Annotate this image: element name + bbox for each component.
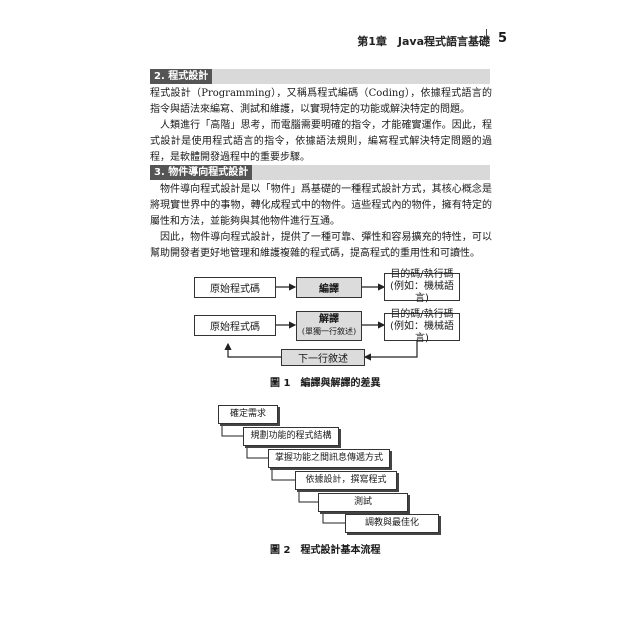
source-code-box-2: 原始程式碼 <box>194 315 276 336</box>
box-sublabel: (例如：機械語言) <box>390 321 454 344</box>
arrow-target-to-next <box>363 341 418 361</box>
box-label: 原始程式碼 <box>210 284 260 295</box>
section-heading-oop: 3. 物件導向程式設計 <box>150 165 490 180</box>
paragraph-line: 人類進行「高階」思考，而電腦需要明確的指令，才能確實運作。因此，程式設計是使用程… <box>150 120 492 163</box>
section-label: 2. 程式設計 <box>150 69 213 84</box>
page-number: 5 <box>498 31 508 46</box>
flow-step: 確定需求 <box>218 405 278 424</box>
caption-number: 圖 2 <box>270 545 291 556</box>
box-label: 目的碼/執行碼 <box>390 309 454 320</box>
paragraph-line: 因此，物件導向程式設計，提供了一種可靠、彈性和容易擴充的特性，可以幫助開發者更好… <box>150 232 492 259</box>
section-label: 3. 物件導向程式設計 <box>150 165 253 180</box>
figure1-caption: 圖 1 編譯與解譯的差異 <box>270 374 380 389</box>
arrow-next-to-source <box>224 342 281 358</box>
connector-2 <box>246 444 268 459</box>
box-sublabel: (單獨一行敘述) <box>301 327 357 336</box>
box-label: 目的碼/執行碼 <box>390 269 454 280</box>
flow-step: 依據設計，撰寫程式 <box>295 471 397 490</box>
box-label: 下一行敘述 <box>298 354 348 365</box>
connector-5 <box>322 510 345 524</box>
box-label: 原始程式碼 <box>210 322 260 333</box>
interpret-box: 解譯 (單獨一行敘述) <box>296 311 362 341</box>
target-code-box-2: 目的碼/執行碼 (例如：機械語言) <box>384 309 460 344</box>
box-label: 編譯 <box>319 284 339 295</box>
caption-text: 編譯與解譯的差異 <box>300 378 381 389</box>
box-sublabel: (例如：機械語言) <box>390 281 454 304</box>
flow-step: 掌握功能之間訊息傳遞方式 <box>268 449 390 468</box>
paragraph-line: 程式設計（Programming），又稱爲程式編碼（Coding），依據程式語言… <box>150 88 492 115</box>
caption-number: 圖 1 <box>270 378 291 389</box>
paragraph-programming: 程式設計（Programming），又稱爲程式編碼（Coding），依據程式語言… <box>150 86 492 166</box>
paragraph-line: 物件導向程式設計是以「物件」爲基礎的一種程式設計方式，其核心概念是將現實世界中的… <box>150 184 492 227</box>
connector-3 <box>271 466 295 481</box>
connector-4 <box>298 488 318 503</box>
figure2-caption: 圖 2 程式設計基本流程 <box>270 541 380 556</box>
flow-step: 調教與最佳化 <box>345 514 439 533</box>
caption-text: 程式設計基本流程 <box>300 545 381 556</box>
compile-box: 編譯 <box>296 277 362 298</box>
paragraph-oop: 物件導向程式設計是以「物件」爲基礎的一種程式設計方式，其核心概念是將現實世界中的… <box>150 182 492 262</box>
flow-step: 規劃功能的程式結構 <box>243 427 339 446</box>
connector-1 <box>221 418 243 437</box>
flow-step: 測試 <box>318 493 408 512</box>
chapter-title: 第1章 Java程式語言基礎 <box>357 35 490 48</box>
next-statement-box: 下一行敘述 <box>281 349 365 366</box>
source-code-box-1: 原始程式碼 <box>194 277 276 298</box>
target-code-box-1: 目的碼/執行碼 (例如：機械語言) <box>384 269 460 304</box>
running-header: 第1章 Java程式語言基礎 <box>357 33 490 49</box>
section-heading-programming: 2. 程式設計 <box>150 69 490 84</box>
box-label: 解譯 <box>319 314 339 325</box>
header-divider <box>486 29 487 47</box>
